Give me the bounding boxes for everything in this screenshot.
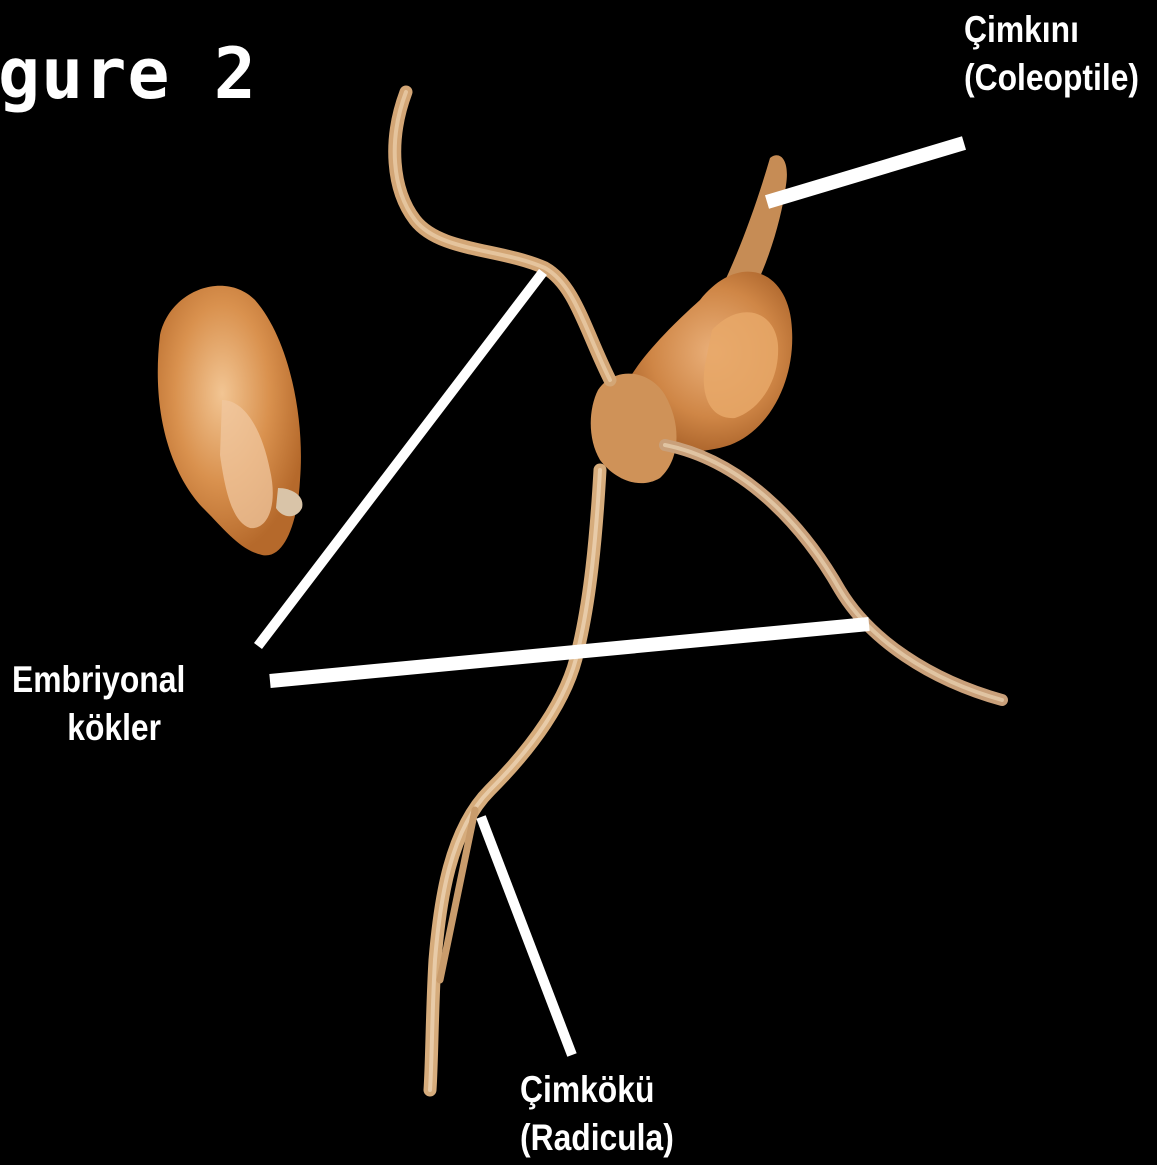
embryonic-root-lower [665,445,1002,700]
label-coleoptile: Çimkını (Coleoptile) [964,6,1139,102]
separate-seed [158,286,303,556]
label-embryonic-line2: kökler [12,704,185,752]
germinated-seed [591,155,793,483]
leader-line-coleoptile [767,143,964,202]
leader-lines [258,143,964,1055]
embryonic-root-upper [395,92,610,380]
label-coleoptile-line2: (Coleoptile) [964,54,1139,102]
label-embryonic-line1: Embriyonal [12,656,185,704]
label-coleoptile-line1: Çimkını [964,6,1139,54]
label-embryonic-roots: Embriyonal kökler [12,656,185,752]
radicle-root [430,470,600,1090]
label-radicle-line2: (Radicula) [520,1114,674,1162]
figure-title: gure 2 [0,34,257,114]
roots [395,92,1002,1090]
label-radicle-line1: Çimkökü [520,1066,674,1114]
leader-line-radicle [481,817,572,1055]
label-radicle: Çimkökü (Radicula) [520,1066,674,1162]
